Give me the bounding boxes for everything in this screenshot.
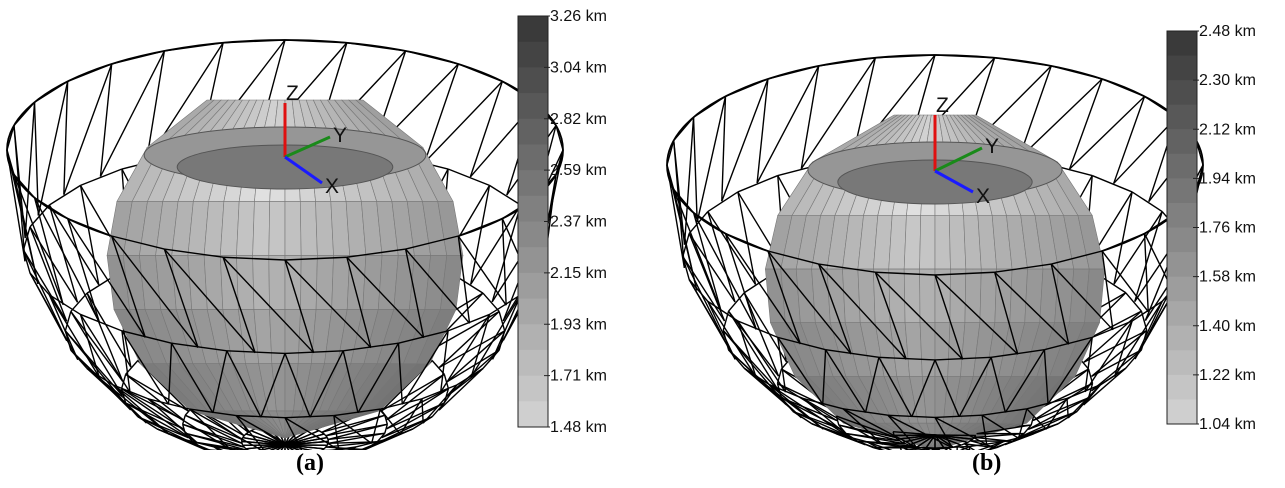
y-axis-line [934,146,983,173]
colorbar-tick-label: 2.12 km [1199,121,1256,138]
colorbar-tick-label: 3.26 km [550,8,607,25]
panel-b-caption: (b) [972,450,1002,476]
z-axis-label: Z [286,82,299,105]
colorbar-tick-label: 2.82 km [550,111,607,128]
colorbar-tick-label: 1.40 km [1199,318,1256,335]
colorbar-tick-label: 1.71 km [550,368,607,385]
colorbar-tick-label: 2.37 km [550,214,607,231]
y-axis-line [284,135,331,159]
colorbar-tick-label: 1.04 km [1199,416,1256,433]
axes-triad: Z Y X [283,82,347,198]
colorbar-tick-label: 2.15 km [550,265,607,282]
panel-a-caption: (a) [296,450,324,476]
colorbar-tick-label: 1.58 km [1199,269,1256,286]
colorbar-tick-label: 3.04 km [550,59,607,76]
colorbar-tick-label: 1.22 km [1199,367,1256,384]
colorbar-tick-label: 1.94 km [1199,170,1256,187]
y-axis-label: Y [333,124,347,147]
colorbar-tick-label: 2.59 km [550,162,607,179]
x-axis-line [284,155,323,185]
colorbar-tick-label: 2.30 km [1199,72,1256,89]
colorbar-tick-label: 2.48 km [1199,23,1256,40]
panel-a-figure: Z Y X 3.26 km 3.04 km 2.82 km 2.59 km 2.37 k… [6,8,607,450]
y-axis-label: Y [985,135,999,158]
colorbar-tick-label: 1.48 km [550,419,607,436]
colorbar-tick-label: 1.76 km [1199,220,1256,237]
panel-b-figure: Z Y X 2.48 km 2.30 km 2.12 km 1.94 km 1.76 k… [666,23,1256,450]
axes-triad: Z Y X [933,94,999,208]
x-axis-label: X [325,175,339,198]
z-axis-label: Z [936,94,949,117]
colorbar-gradient [1167,31,1197,425]
x-axis-line [934,169,974,194]
colorbar-gradient [518,16,548,428]
colorbar: 3.26 km 3.04 km 2.82 km 2.59 km 2.37 km 2.15 … [517,8,607,436]
colorbar: 2.48 km 2.30 km 2.12 km 1.94 km 1.76 km 1.58 … [1166,23,1256,433]
panel-a: Z Y X 3.26 km 3.04 km 2.82 km 2.59 km 2.37 k… [0,0,640,488]
panel-b: Z Y X 2.48 km 2.30 km 2.12 km 1.94 km 1.76 k… [645,0,1285,488]
wireframe-front [666,164,1197,450]
x-axis-label: X [976,185,990,208]
colorbar-tick-label: 1.93 km [550,316,607,333]
